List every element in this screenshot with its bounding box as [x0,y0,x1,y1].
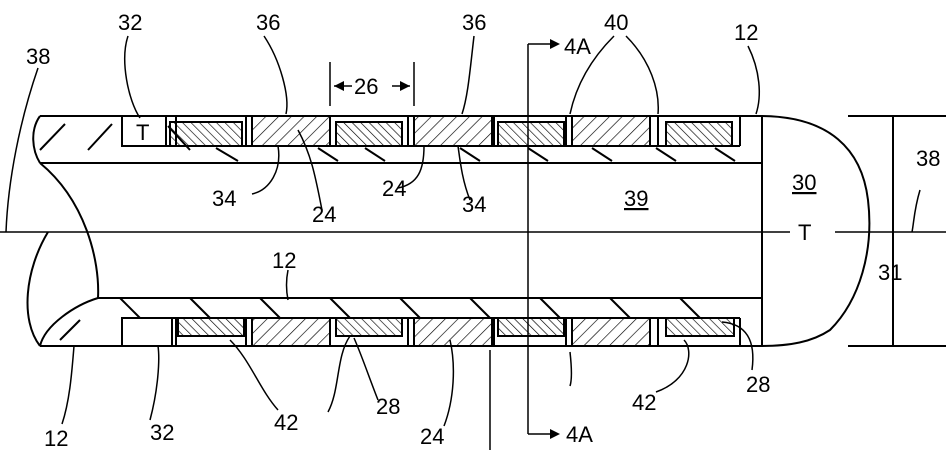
label-24-b: 24 [382,176,406,201]
label-12-mid: 12 [272,248,296,273]
leader-lines [6,36,920,426]
thermistor-box-bottom [122,318,172,346]
label-42-a: 42 [274,410,298,435]
electrode-segment [498,318,564,336]
label-12-bottom-left: 12 [44,426,68,450]
label-t-axis: T [798,220,811,245]
label-32-top: 32 [118,10,142,35]
label-4a-top: 4A [564,34,591,59]
label-24-a: 24 [312,202,336,227]
label-t-top: T [136,120,149,145]
label-40: 40 [604,10,628,35]
label-39: 39 [624,186,648,211]
electrode-segment [336,122,402,146]
label-32-bottom: 32 [150,420,174,445]
label-36-b: 36 [462,10,486,35]
electrode-segment [178,318,244,336]
electrode-ring [252,318,330,346]
label-34-b: 34 [462,192,486,217]
electrode-ring [572,318,650,346]
label-38-left: 38 [26,44,50,69]
label-28-a: 28 [376,394,400,419]
electrode-segment [336,318,402,336]
electrode-ring [252,116,330,146]
electrode-segment [498,122,564,146]
tube-body [28,116,870,346]
reference-labels: 38 32 T 36 26 36 4A 40 12 34 24 24 34 39… [26,10,940,450]
lower-electrode-row [122,318,740,346]
label-28-b: 28 [746,372,770,397]
electrode-ring [414,116,492,146]
label-26: 26 [354,74,378,99]
label-36-a: 36 [256,10,280,35]
electrode-ring [572,116,650,146]
electrode-segment [170,122,242,146]
label-34-a: 34 [212,186,236,211]
electrode-ring [414,318,492,346]
label-24-c: 24 [420,424,444,449]
label-4a-bottom: 4A [566,422,593,447]
electrode-segment [666,318,734,336]
upper-electrode-row [122,116,740,146]
label-30: 30 [792,170,816,195]
label-31: 31 [878,260,902,285]
label-42-b: 42 [632,390,656,415]
label-12-top-right: 12 [734,20,758,45]
electrode-segment [666,122,732,146]
label-38-right: 38 [916,146,940,171]
